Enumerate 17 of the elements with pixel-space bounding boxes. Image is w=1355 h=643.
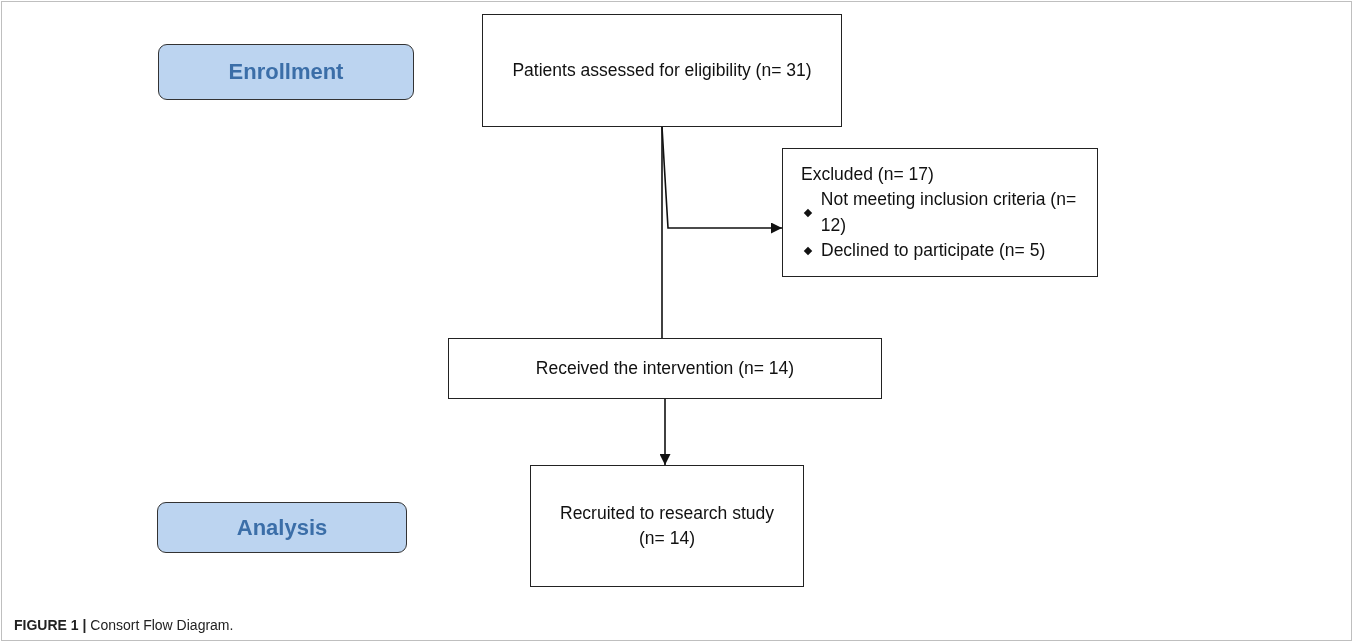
list-item: Not meeting inclusion criteria (n= 12) — [820, 188, 1078, 237]
figure-caption: FIGURE 1 | Consort Flow Diagram. — [14, 617, 234, 633]
stage-label — [157, 502, 407, 553]
box-text: Recruited to research study (n= 14) — [559, 501, 775, 550]
box-text: Patients assessed for eligibility (n= 31) — [512, 58, 812, 82]
list-item: Declined to participate (n= 5) — [821, 238, 1046, 262]
exclusion-box — [782, 148, 1098, 277]
box-text: Enrollment — [228, 58, 344, 87]
process-box — [448, 338, 882, 399]
box-heading: Excluded (n= 17) — [801, 162, 934, 186]
process-box — [530, 465, 804, 587]
connector-arrow — [659, 398, 671, 466]
process-box — [482, 14, 842, 127]
stage-label — [158, 44, 414, 100]
connector-arrow — [661, 126, 783, 234]
box-text: Received the intervention (n= 14) — [535, 356, 795, 380]
box-text: Analysis — [236, 513, 328, 542]
